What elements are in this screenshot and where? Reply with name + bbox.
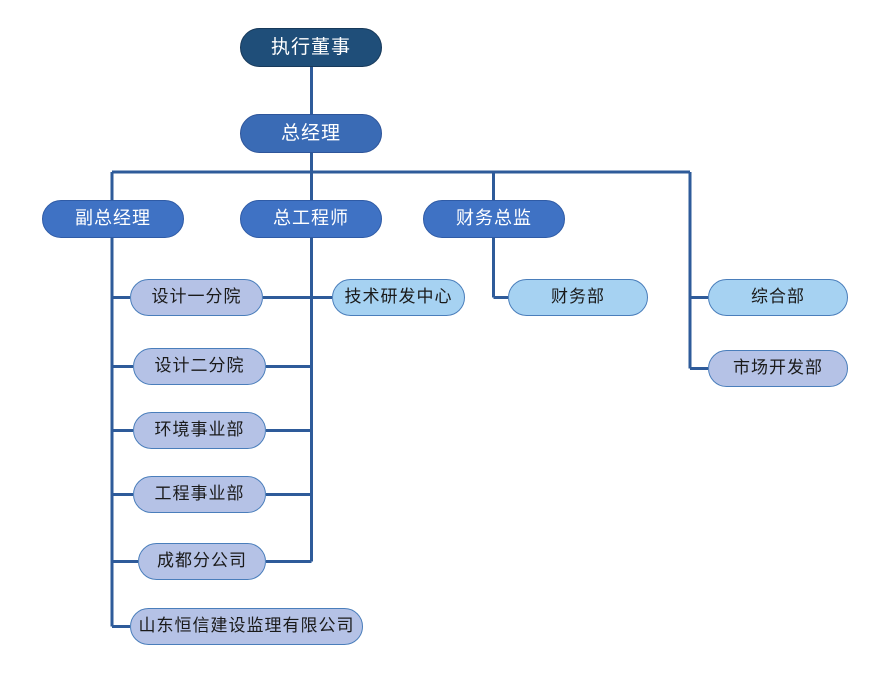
node-environment-division[interactable]: 环境事业部 <box>133 412 266 449</box>
node-general-manager[interactable]: 总经理 <box>240 114 382 153</box>
node-chief-engineer[interactable]: 总工程师 <box>240 200 382 238</box>
node-finance-director-label: 财务总监 <box>456 208 532 229</box>
node-general-manager-label: 总经理 <box>280 122 341 144</box>
node-finance-department-label: 财务部 <box>551 287 605 307</box>
node-exec-director[interactable]: 执行董事 <box>240 28 382 67</box>
node-chief-engineer-label: 总工程师 <box>273 208 349 229</box>
node-chengdu-branch[interactable]: 成都分公司 <box>138 543 266 580</box>
node-rnd-center-label: 技术研发中心 <box>344 287 453 307</box>
node-design-branch-1[interactable]: 设计一分院 <box>130 279 263 316</box>
node-design-branch-2[interactable]: 设计二分院 <box>133 348 266 385</box>
node-general-affairs-department-label: 综合部 <box>751 287 805 307</box>
node-finance-director[interactable]: 财务总监 <box>423 200 565 238</box>
node-market-development-department-label: 市场开发部 <box>733 358 823 378</box>
node-deputy-general-manager[interactable]: 副总经理 <box>42 200 184 238</box>
node-design-branch-1-label: 设计一分院 <box>151 287 242 307</box>
node-shandong-hengxin-supervision-label: 山东恒信建设监理有限公司 <box>138 616 355 636</box>
node-finance-department[interactable]: 财务部 <box>508 279 648 316</box>
node-general-affairs-department[interactable]: 综合部 <box>708 279 848 316</box>
node-shandong-hengxin-supervision[interactable]: 山东恒信建设监理有限公司 <box>130 608 363 645</box>
node-chengdu-branch-label: 成都分公司 <box>157 551 247 571</box>
node-design-branch-2-label: 设计二分院 <box>154 356 245 376</box>
node-exec-director-label: 执行董事 <box>270 36 351 58</box>
node-deputy-general-manager-label: 副总经理 <box>75 208 151 229</box>
node-rnd-center[interactable]: 技术研发中心 <box>332 279 465 316</box>
node-environment-division-label: 环境事业部 <box>154 420 245 440</box>
node-engineering-division[interactable]: 工程事业部 <box>133 476 266 513</box>
node-engineering-division-label: 工程事业部 <box>154 484 245 504</box>
node-market-development-department[interactable]: 市场开发部 <box>708 350 848 387</box>
